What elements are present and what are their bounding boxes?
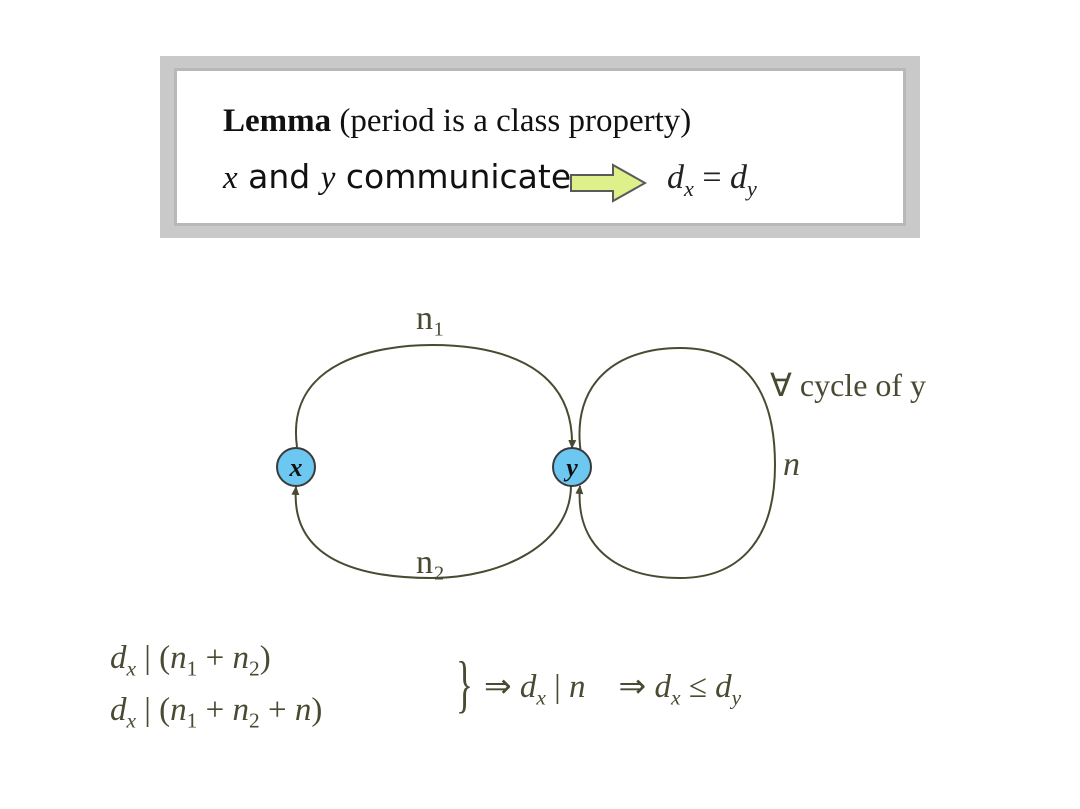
lemma-statement: x and y communicate [223, 157, 571, 197]
edge-y-to-x [291, 483, 573, 580]
node-x-label: x [289, 453, 303, 482]
lemma-inner: Lemma (period is a class property) x and… [174, 68, 906, 226]
node-x [276, 447, 316, 487]
condition-line-2: dx | (n1 + n2 + n) [110, 692, 323, 733]
var-x: x [223, 160, 238, 196]
node-y-label: y [563, 453, 578, 482]
edge-x-to-y [294, 343, 577, 449]
and-text: and [248, 157, 311, 196]
loop-cycle-label: ∀ cycle of y [770, 367, 927, 403]
edge-bottom-label: n₂ [416, 544, 445, 581]
lemma-heading: Lemma (period is a class property) [223, 103, 691, 140]
lemma-result: dx = dy [667, 159, 757, 201]
communicate-text: communicate [345, 157, 572, 196]
edge-loop-label: n [783, 446, 800, 483]
conclusion: ⇒ dx | n ⇒ dx ≤ dy [484, 669, 742, 710]
var-y: y [320, 160, 336, 196]
node-y [552, 447, 592, 487]
brace: } [456, 648, 473, 719]
condition-line-1: dx | (n1 + n2) [110, 640, 271, 681]
lemma-subtitle: (period is a class property) [339, 103, 692, 139]
edge-top-label: n₁ [416, 300, 445, 337]
lemma-box: Lemma (period is a class property) x and… [160, 56, 920, 238]
implies-arrow-icon [569, 163, 649, 207]
lemma-title: Lemma [223, 103, 332, 139]
edge-loop-y [575, 346, 777, 580]
